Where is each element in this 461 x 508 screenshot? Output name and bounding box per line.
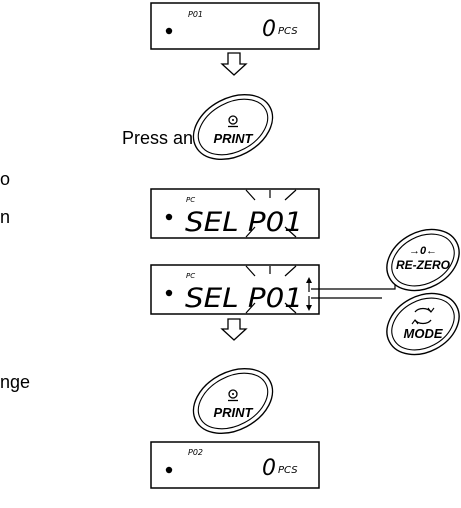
rezero-symbol-icon: →0←: [409, 245, 437, 257]
display-select-first-text: SEL P01: [185, 207, 303, 238]
mode-label: MODE: [404, 326, 443, 341]
up-down-arrow-icon: [306, 277, 312, 311]
display-bottom-value: 0: [262, 456, 276, 481]
blink-indicator-icon: [245, 265, 297, 314]
rezero-label: RE-ZERO: [396, 258, 451, 272]
mode-button[interactable]: MODE: [376, 281, 461, 366]
display-bottom-unit: PCS: [278, 465, 298, 476]
display-select-second-indicator: PC: [186, 272, 195, 280]
print-button-bottom[interactable]: PRINT: [182, 356, 283, 447]
blink-indicator-icon: [245, 189, 297, 238]
print-label-top: PRINT: [214, 131, 254, 146]
down-arrow-icon: [220, 318, 248, 341]
print-symbol-icon: [228, 115, 238, 128]
instruction-fragment-o: o: [0, 169, 10, 189]
print-button-top[interactable]: PRINT: [182, 82, 283, 173]
rezero-button[interactable]: →0← RE-ZERO: [376, 217, 461, 302]
display-top-label: P01: [188, 10, 203, 19]
display-top-unit: PCS: [278, 26, 298, 37]
display-top: P01 0 PCS: [150, 2, 320, 50]
instruction-fragment-nge: nge: [0, 372, 30, 392]
display-select-second-text: SEL P01: [185, 283, 303, 314]
print-label-bottom: PRINT: [214, 405, 254, 420]
down-arrow-icon: [220, 52, 248, 76]
display-select-first: PC SEL P01: [150, 188, 320, 239]
display-select-second: PC SEL P01: [150, 264, 320, 315]
display-bottom-label: P02: [188, 448, 203, 457]
instruction-fragment-n: n: [0, 207, 10, 227]
connector-lines: [311, 285, 396, 299]
cycle-arrows-icon: [411, 307, 435, 325]
print-symbol-icon: [228, 389, 238, 402]
display-top-value: 0: [262, 17, 276, 42]
display-bottom: P02 0 PCS: [150, 441, 320, 489]
display-select-first-indicator: PC: [186, 196, 195, 204]
